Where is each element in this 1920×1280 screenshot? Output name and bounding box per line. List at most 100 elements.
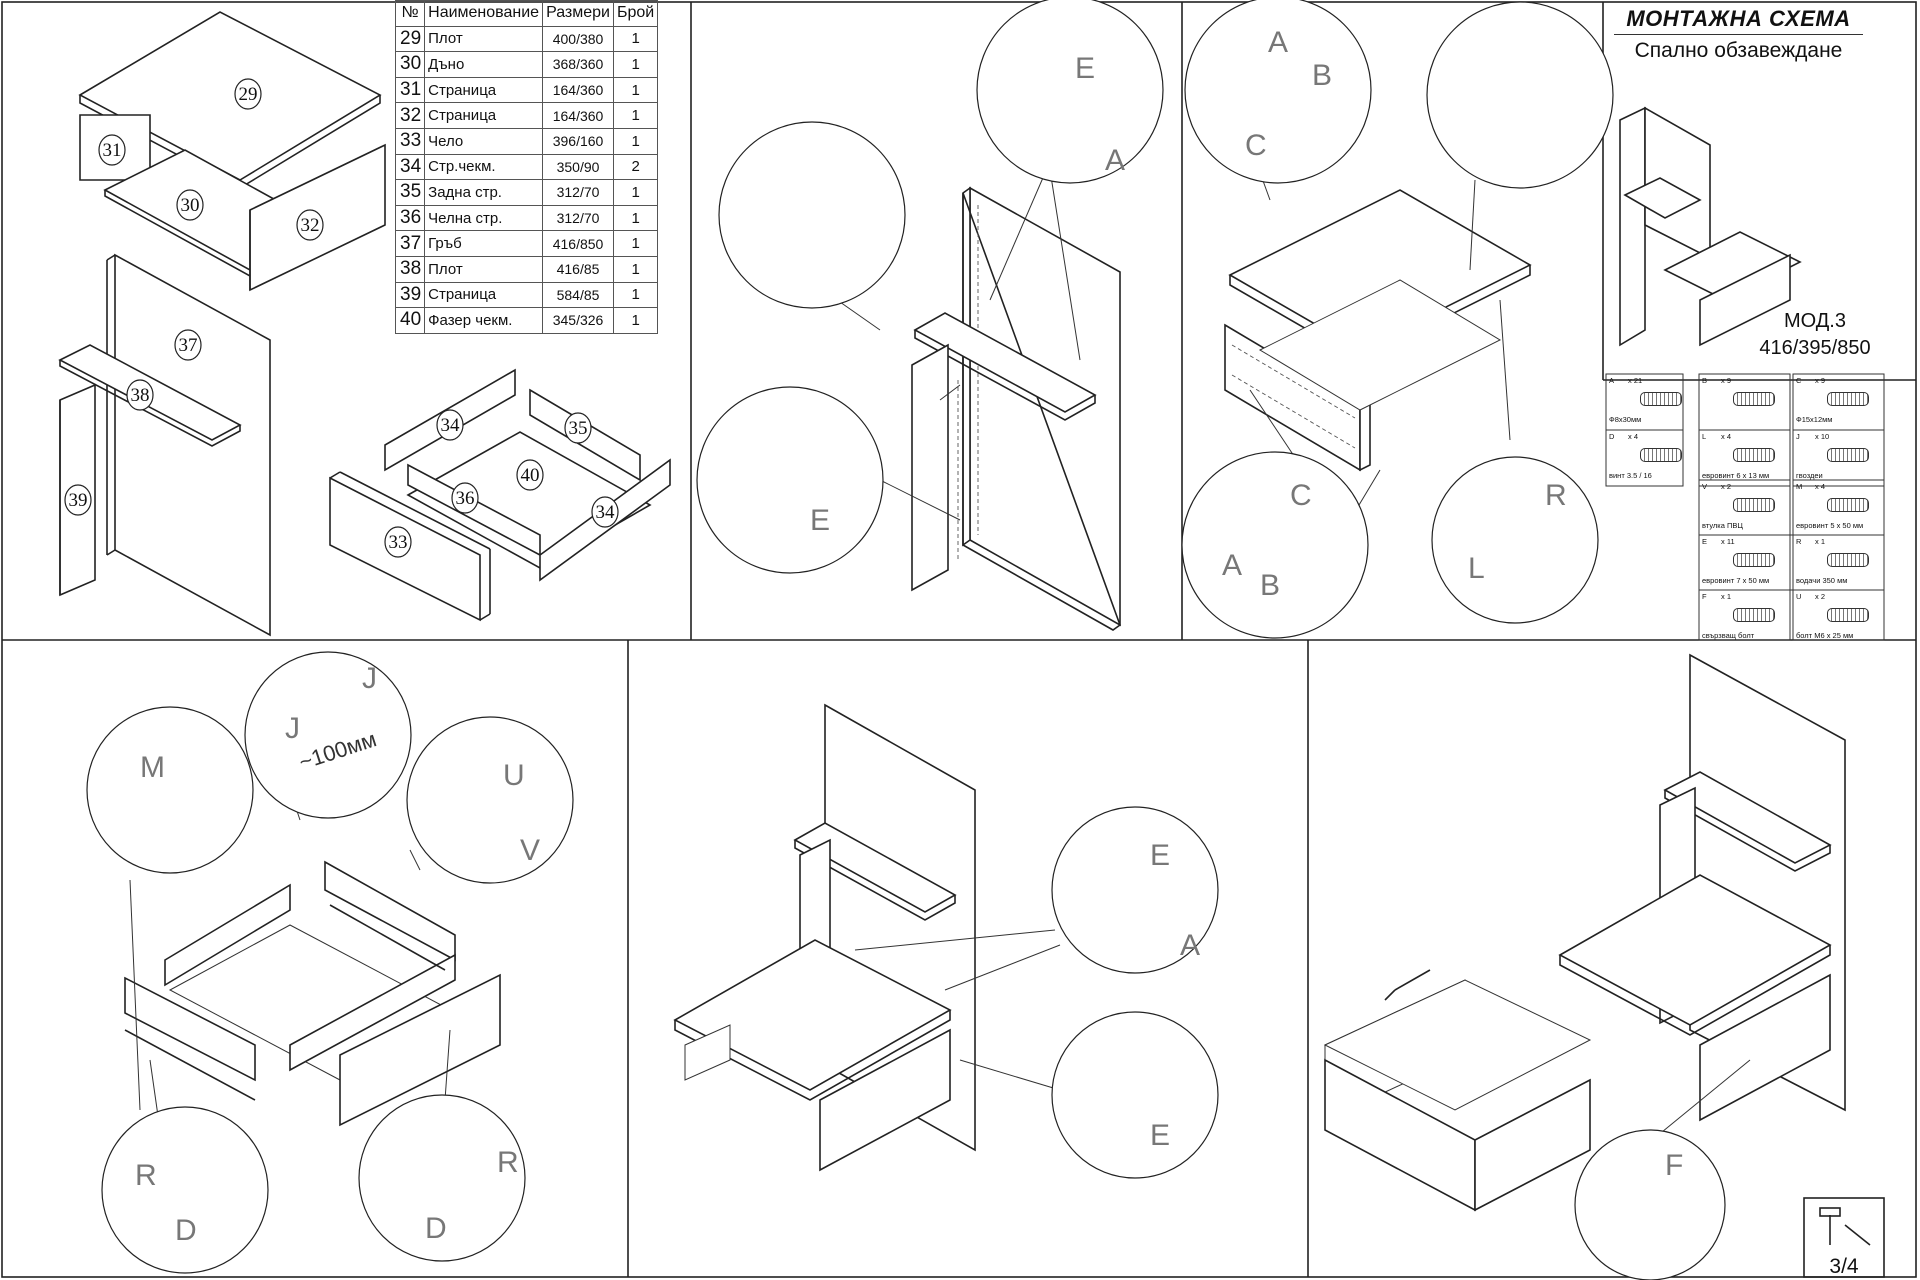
cell-no: 30 bbox=[394, 51, 426, 78]
cell-qty: 1 bbox=[612, 127, 659, 155]
part-label: 34 bbox=[441, 415, 461, 436]
section-body-assembly bbox=[673, 703, 1219, 1179]
model-block: МОД.3 416/395/850 bbox=[1740, 308, 1890, 362]
callout-letter: J bbox=[362, 662, 377, 695]
part-label-circle bbox=[384, 526, 412, 558]
callout-letter: U bbox=[503, 759, 525, 792]
callout-letter: E bbox=[1075, 52, 1095, 85]
hardware-desc: Ф15х12мм bbox=[1796, 415, 1833, 424]
product-thumbnail bbox=[1619, 106, 1802, 347]
hardware-desc: свързващ болт bbox=[1702, 631, 1755, 640]
hardware-qty: x 1 bbox=[1721, 592, 1732, 601]
hardware-tag: D bbox=[1609, 432, 1615, 441]
part-label-circle bbox=[516, 459, 544, 491]
cell-qty: 1 bbox=[612, 281, 659, 309]
callout-letter: F bbox=[1665, 1149, 1683, 1182]
callout-letter: C bbox=[1245, 129, 1267, 162]
cell-name: Гръб bbox=[424, 230, 544, 257]
cell-size: 312/70 bbox=[542, 179, 614, 206]
model-dims: 416/395/850 bbox=[1759, 337, 1871, 359]
hardware-desc: евровинт 6 х 13 мм bbox=[1702, 471, 1770, 480]
cell-qty: 1 bbox=[612, 204, 659, 232]
callout-letter: A bbox=[1180, 929, 1200, 962]
part-label-circle bbox=[591, 496, 619, 528]
hardware-tag: V bbox=[1702, 482, 1708, 491]
cell-size: 164/360 bbox=[542, 76, 614, 104]
col-size: Размери bbox=[542, 0, 614, 27]
cell-no: 33 bbox=[394, 127, 426, 155]
cell-size: 400/380 bbox=[542, 25, 614, 53]
bushing-icon bbox=[1733, 498, 1775, 512]
detail-callout-dowel bbox=[1051, 806, 1219, 974]
part-label: 34 bbox=[596, 502, 616, 523]
col-qty: Брой bbox=[612, 0, 659, 27]
hardware-desc: Ф8х30мм bbox=[1609, 415, 1642, 424]
title-rule bbox=[1614, 34, 1863, 35]
part-label-circle bbox=[98, 134, 126, 166]
cell-qty: 1 bbox=[612, 179, 659, 206]
callout-letter: L bbox=[1468, 552, 1485, 585]
hardware-tag: R bbox=[1796, 537, 1802, 546]
cell-name: Чело bbox=[424, 127, 544, 155]
col-name: Наименование bbox=[424, 0, 544, 27]
hardware-desc: гвоздеи bbox=[1796, 471, 1823, 480]
hardware-qty: x 10 bbox=[1815, 432, 1830, 441]
part-label: 36 bbox=[456, 488, 475, 509]
callout-letter: J bbox=[285, 712, 300, 745]
callout-letter: D bbox=[175, 1214, 197, 1247]
cell-name: Страница bbox=[424, 76, 544, 104]
cell-name: Страница bbox=[424, 102, 544, 129]
part-label-circle bbox=[564, 412, 592, 444]
title-main: МОНТАЖНА СХЕМА bbox=[1626, 6, 1851, 31]
cell-qty: 1 bbox=[612, 25, 659, 53]
euroscrew-short-icon bbox=[1733, 448, 1775, 462]
cell-qty: 1 bbox=[612, 51, 659, 78]
cell-size: 396/160 bbox=[542, 127, 614, 155]
cell-name: Фазер чекм. bbox=[424, 307, 544, 334]
part-label-circle bbox=[174, 329, 202, 361]
hardware-desc: водачи 350 мм bbox=[1796, 576, 1848, 585]
cell-qty: 1 bbox=[612, 76, 659, 104]
title-sub: Спално обзавеждане bbox=[1634, 39, 1843, 62]
callout-letter: R bbox=[135, 1159, 157, 1192]
hardware-desc: евровинт 7 х 50 мм bbox=[1702, 576, 1770, 585]
cell-size: 416/850 bbox=[542, 230, 614, 257]
hardware-qty: x 2 bbox=[1815, 592, 1826, 601]
hardware-qty: x 4 bbox=[1815, 482, 1826, 491]
part-label-circle bbox=[126, 379, 154, 411]
cell-name: Стр.чекм. bbox=[424, 153, 544, 181]
hardware-desc: втулка ПВЦ bbox=[1702, 521, 1743, 530]
detail-callout-cam bbox=[718, 121, 906, 309]
cam-lock-icon bbox=[1827, 392, 1869, 406]
hardware-tag: C bbox=[1796, 376, 1802, 385]
callout-letter: E bbox=[1150, 1119, 1170, 1152]
cell-no: 34 bbox=[394, 153, 426, 181]
cell-size: 416/85 bbox=[542, 255, 614, 283]
panel-side-large bbox=[969, 186, 1121, 627]
detail-callout-screw bbox=[86, 706, 254, 874]
callout-letter: C bbox=[1290, 479, 1312, 512]
part-label-circle bbox=[64, 484, 92, 516]
hardware-qty: x 1 bbox=[1815, 537, 1826, 546]
hardware-qty: x 11 bbox=[1721, 537, 1735, 546]
cell-size: 345/326 bbox=[542, 307, 614, 334]
euroscrew-icon bbox=[1733, 392, 1775, 406]
title-block: МОНТАЖНА СХЕМА Спално обзавеждане bbox=[1606, 6, 1871, 63]
col-no: № bbox=[394, 0, 426, 27]
euroscrew-long-icon bbox=[1733, 553, 1775, 567]
cell-name: Страница bbox=[424, 281, 544, 309]
page-number: 3/4 bbox=[1829, 1255, 1859, 1278]
part-label: 31 bbox=[103, 140, 122, 161]
